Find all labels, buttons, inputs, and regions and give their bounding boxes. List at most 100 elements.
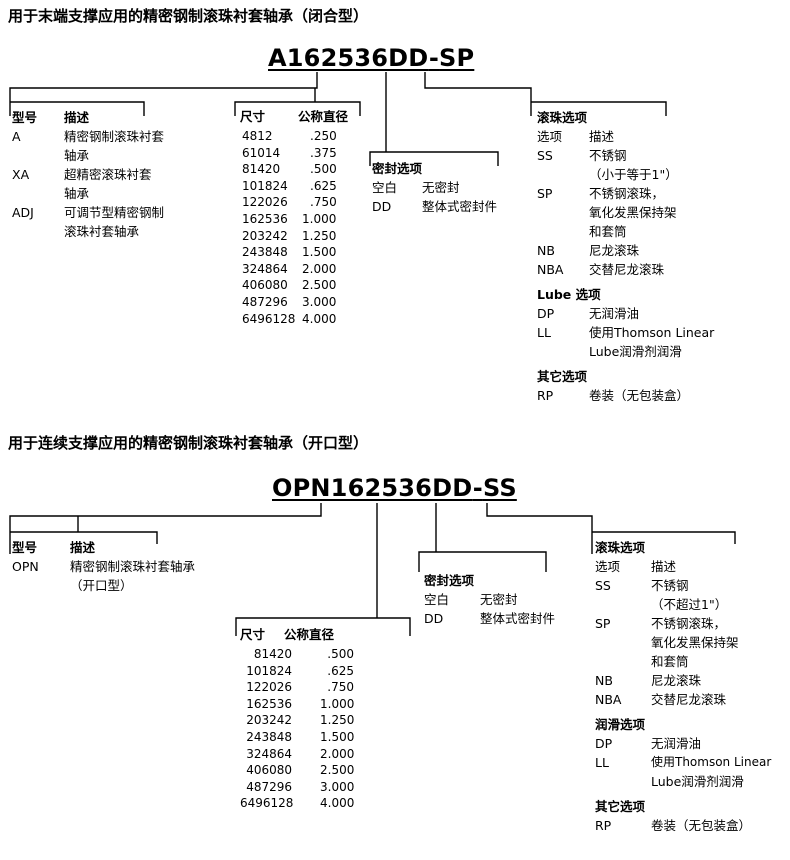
cell-text: A	[12, 129, 21, 144]
cell-text: 101824	[242, 178, 288, 193]
size-col-header: 尺寸	[240, 627, 266, 642]
table-row: ADJ 可调节型精密钢制	[12, 203, 212, 222]
table-row: Lube润滑剂润滑	[595, 772, 790, 791]
table-row: 4812 .250	[240, 128, 370, 145]
cell-text: 无密封	[480, 592, 518, 607]
part-number-closed: A162536DD-SP	[268, 44, 474, 72]
cell-text: 不锈钢	[651, 578, 689, 593]
cell-text: Lube润滑剂润滑	[589, 344, 682, 359]
cell-text: 轴承	[64, 148, 90, 163]
cell-text: XA	[12, 167, 30, 182]
cell-text: （小于等于1"）	[589, 167, 678, 182]
cell-text: 203242	[242, 228, 288, 243]
cell-text: 3.000	[302, 294, 337, 309]
part-number-suffix: SP	[439, 44, 475, 72]
table-row: 滚珠衬套轴承	[12, 222, 212, 241]
cell-text: 243848	[242, 245, 288, 260]
part-number-dash: -	[472, 474, 483, 502]
table-row: 81420.500	[240, 646, 390, 663]
cell-text: SS	[537, 148, 553, 163]
cell-text: 203242	[246, 713, 292, 728]
cell-text: LL	[537, 325, 551, 340]
cell-text: 无密封	[422, 180, 460, 195]
cell-text: 4812	[242, 129, 273, 143]
table-row: RP 卷装（无包装盒）	[537, 386, 787, 405]
cell-text: 406080	[242, 278, 288, 293]
cell-text: 6496128	[242, 311, 296, 326]
type-col-header: 型号	[12, 540, 38, 555]
cell-text: DP	[595, 736, 613, 751]
cell-text: 不锈钢滚珠，	[589, 186, 665, 201]
table-row: 6496128 4.000	[240, 795, 390, 812]
cell-text: 324864	[246, 746, 292, 761]
cell-text: RP	[537, 388, 554, 403]
cell-text: OPN	[12, 559, 39, 574]
cell-text: 整体式密封件	[422, 199, 498, 214]
desc-col-header: 描述	[70, 540, 96, 555]
cell-text: DP	[537, 306, 555, 321]
cell-text: ADJ	[12, 205, 34, 220]
part-number-base: OPN162536DD	[272, 474, 473, 502]
cell-text: .500	[310, 162, 337, 177]
table-row: 81420.500	[240, 161, 370, 178]
cell-text: 406080	[246, 763, 292, 778]
cell-text: 精密钢制滚珠衬套	[64, 129, 165, 144]
table-row: 和套筒	[537, 222, 787, 241]
table-row: 氧化发黑保持架	[595, 633, 790, 652]
cell-text: .250	[310, 129, 337, 143]
other-header: 其它选项	[537, 369, 588, 384]
cell-text: 122026	[242, 195, 288, 210]
seal-header: 密封选项	[424, 573, 475, 588]
table-row: （小于等于1"）	[537, 165, 787, 184]
cell-text: .750	[310, 195, 337, 210]
cell-text: 324864	[242, 261, 288, 276]
cell-text: .625	[310, 178, 337, 193]
cell-text: 6496128	[240, 796, 294, 811]
cell-text: NBA	[537, 262, 564, 277]
cell-text: 81420	[253, 647, 292, 661]
cell-text: 2.500	[302, 278, 337, 293]
ball-header: 滚珠选项	[537, 110, 588, 125]
part-number-open: OPN162536DD-SS	[272, 474, 517, 502]
cell-text: 4.000	[302, 311, 337, 326]
cell-text: DD	[372, 199, 392, 214]
cell-text: 1.500	[320, 729, 355, 744]
table-row: 轴承	[12, 146, 212, 165]
cell-text: 卷装（无包装盒）	[589, 388, 690, 403]
cell-text: 尼龙滚珠	[651, 673, 702, 688]
diameter-col-header: 公称直径	[284, 627, 335, 642]
table-row: 6496128 4.000	[240, 311, 370, 328]
cell-text: 1.500	[302, 245, 337, 260]
table-row: DD 整体式密封件	[372, 197, 512, 216]
diameter-col-header: 公称直径	[298, 109, 349, 124]
cell-text: 可调节型精密钢制	[64, 205, 165, 220]
option-col-header: 选项	[595, 559, 621, 574]
cell-text: LL	[595, 755, 609, 770]
part-number-suffix: SS	[482, 474, 517, 502]
cell-text: .375	[310, 145, 337, 160]
cell-text: 交替尼龙滚珠	[589, 262, 665, 277]
cell-text: Lube润滑剂润滑	[651, 774, 744, 789]
cell-text: 4.000	[320, 796, 355, 811]
cell-text: 61014	[242, 145, 281, 160]
cell-text: NB	[537, 243, 555, 258]
table-row: 氧化发黑保持架	[537, 203, 787, 222]
cell-text: 1.250	[320, 713, 355, 728]
cell-text: 氧化发黑保持架	[589, 205, 677, 220]
